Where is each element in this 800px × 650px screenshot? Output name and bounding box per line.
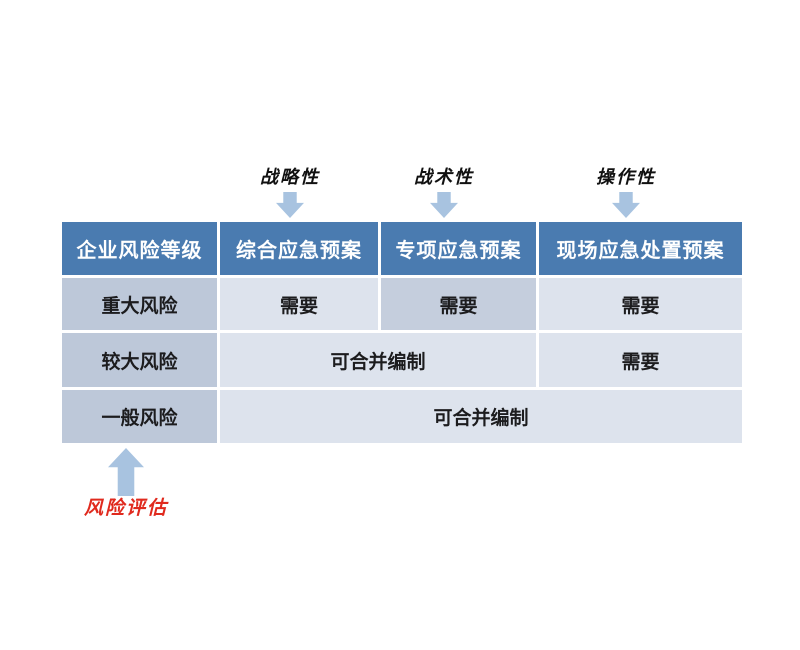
arrow-up-icon	[108, 448, 144, 496]
annotation-operational: 操作性	[596, 167, 656, 187]
risk-assessment-label: 风险评估	[83, 498, 168, 519]
table-cell-merged: 可合并编制	[220, 333, 536, 387]
risk-plan-table: 企业风险等级 综合应急预案 专项应急预案 现场应急处置预案 重大风险 需要 需要…	[62, 222, 742, 443]
table-cell: 需要	[539, 333, 742, 387]
table-cell-merged: 可合并编制	[220, 390, 742, 443]
table-header-special-plan: 专项应急预案	[381, 222, 536, 275]
table-cell: 需要	[539, 278, 742, 330]
table-header-onsite-plan: 现场应急处置预案	[539, 222, 742, 275]
table-cell-highlighted: 需要	[381, 278, 536, 330]
table-header-comprehensive-plan: 综合应急预案	[220, 222, 378, 275]
row-label-major-risk: 重大风险	[62, 278, 217, 330]
arrow-down-icon	[430, 192, 458, 218]
table-cell: 需要	[220, 278, 378, 330]
row-label-general-risk: 一般风险	[62, 390, 217, 443]
arrow-down-icon	[612, 192, 640, 218]
annotation-tactical: 战术性	[414, 167, 474, 187]
table-header-risk-level: 企业风险等级	[62, 222, 217, 275]
arrow-down-icon	[276, 192, 304, 218]
row-label-larger-risk: 较大风险	[62, 333, 217, 387]
annotation-strategic: 战略性	[260, 167, 320, 187]
